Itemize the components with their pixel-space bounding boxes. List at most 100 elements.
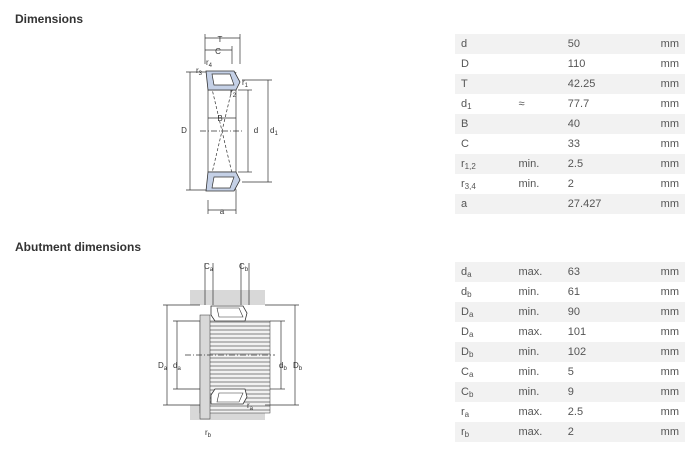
label-Db: Db xyxy=(293,361,303,372)
row-unit: mm xyxy=(660,98,679,110)
row-unit: mm xyxy=(660,326,679,338)
row-value: 50 xyxy=(561,34,642,54)
row-unit: mm xyxy=(660,366,679,378)
label-d: d xyxy=(254,126,258,135)
label-Da: Da xyxy=(158,361,168,372)
row-qualifier: min. xyxy=(518,366,540,378)
row-symbol: d1 xyxy=(461,97,472,111)
row-qualifier: min. xyxy=(512,154,562,174)
row-unit: mm xyxy=(641,422,685,442)
row-value: 90 xyxy=(561,302,642,322)
label-Cb: Cb xyxy=(239,262,249,273)
row-value: 101 xyxy=(567,326,587,338)
row-symbol: rb xyxy=(455,422,513,442)
row-unit: mm xyxy=(641,34,685,54)
row-value: 77.7 xyxy=(567,98,590,110)
label-ra: ra xyxy=(247,401,254,412)
label-B: B xyxy=(217,114,222,123)
row-symbol: db xyxy=(461,285,472,299)
abutment-heading: Abutment dimensions xyxy=(15,240,142,254)
row-qualifier xyxy=(513,54,562,74)
row-qualifier: ≈ xyxy=(518,98,525,110)
row-symbol: Ca xyxy=(461,365,474,379)
row-symbol: Db xyxy=(455,342,513,362)
label-da: da xyxy=(173,361,181,372)
label-r1: r1 xyxy=(242,78,249,89)
row-qualifier xyxy=(512,194,562,214)
row-unit: mm xyxy=(641,382,685,402)
label-db: db xyxy=(279,361,287,372)
label-rb: rb xyxy=(205,428,212,439)
row-value: 5 xyxy=(567,366,574,378)
row-unit: mm xyxy=(641,302,685,322)
bearing-dimensions-diagram: T C B a D d d1 r4 r3 r1 r2 xyxy=(181,34,278,216)
row-qualifier: min. xyxy=(512,302,562,322)
label-D: D xyxy=(181,126,187,135)
row-value: 2 xyxy=(561,422,642,442)
abutment-row: Da max. 101 mm xyxy=(455,322,685,342)
row-qualifier xyxy=(512,114,562,134)
row-symbol: Da xyxy=(455,302,513,322)
row-qualifier: max. xyxy=(518,326,543,338)
abutment-row: Ca min. 5 mm xyxy=(455,362,685,382)
row-symbol: D xyxy=(461,57,469,70)
row-value: 63 xyxy=(561,262,642,282)
row-qualifier xyxy=(512,34,562,54)
row-symbol: Cb xyxy=(455,382,513,402)
row-unit: mm xyxy=(660,178,679,190)
dimension-row: d1 ≈77.7 mm xyxy=(455,94,685,114)
row-symbol: d xyxy=(455,34,513,54)
dimensions-heading: Dimensions xyxy=(15,12,84,26)
row-value: 102 xyxy=(561,342,642,362)
row-unit: mm xyxy=(660,406,679,418)
row-symbol: C xyxy=(461,137,469,150)
row-symbol: T xyxy=(455,74,513,94)
label-r3: r3 xyxy=(196,66,203,77)
row-qualifier: min. xyxy=(512,342,562,362)
label-T: T xyxy=(218,35,223,44)
label-C: C xyxy=(215,47,221,56)
row-symbol: r1,2 xyxy=(455,154,513,174)
abutment-dimensions-diagram: Ca Cb Da da db Db ra rb xyxy=(158,262,303,439)
row-unit: mm xyxy=(641,114,685,134)
row-value: 40 xyxy=(561,114,642,134)
row-symbol: ra xyxy=(461,405,470,419)
row-qualifier xyxy=(513,134,562,154)
row-symbol: B xyxy=(455,114,513,134)
row-value: 2.5 xyxy=(561,154,642,174)
row-unit: mm xyxy=(641,342,685,362)
row-qualifier: min. xyxy=(518,178,540,190)
row-qualifier: min. xyxy=(512,382,562,402)
row-symbol: Da xyxy=(461,325,474,339)
row-unit: mm xyxy=(660,286,679,298)
row-value: 9 xyxy=(561,382,642,402)
row-unit: mm xyxy=(641,154,685,174)
label-Ca: Ca xyxy=(204,262,214,273)
row-symbol: da xyxy=(455,262,513,282)
row-qualifier: max. xyxy=(512,422,562,442)
row-unit: mm xyxy=(641,194,685,214)
row-symbol: r3,4 xyxy=(461,177,476,191)
row-value: 42.25 xyxy=(561,74,642,94)
row-unit: mm xyxy=(641,74,685,94)
row-symbol: a xyxy=(455,194,513,214)
label-r2: r2 xyxy=(230,88,237,99)
row-qualifier: min. xyxy=(518,286,540,298)
label-r4: r4 xyxy=(206,58,213,69)
